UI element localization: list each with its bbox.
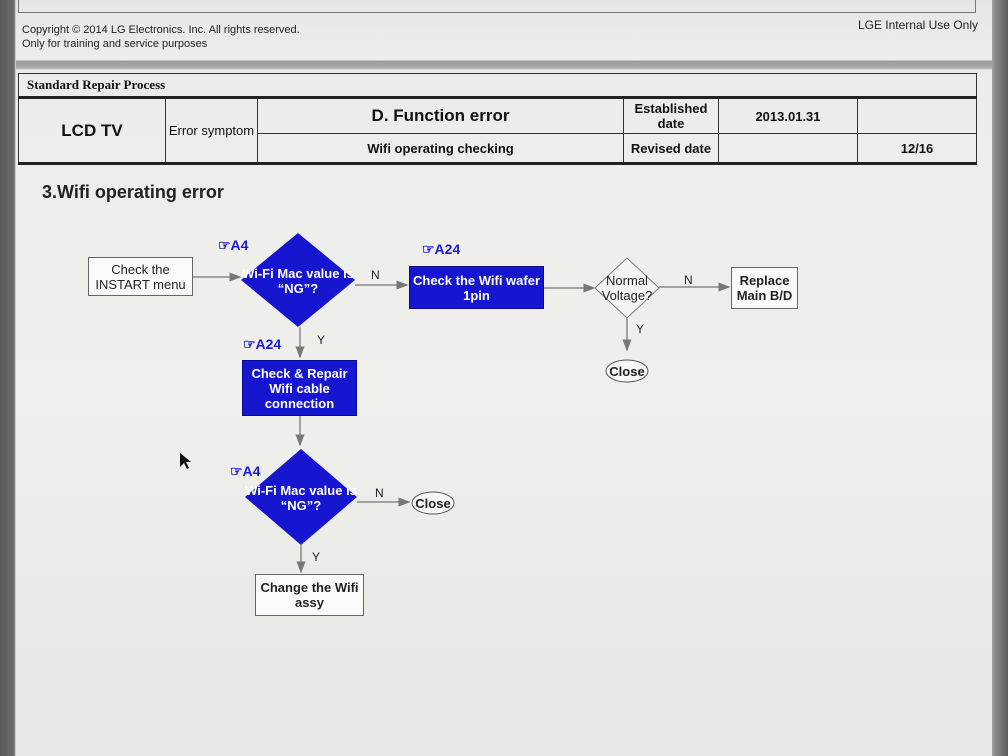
mouse-cursor-icon (180, 453, 191, 469)
section-title: 3.Wifi operating error (42, 182, 224, 202)
ref-a4-2: ☞A4 (230, 463, 261, 479)
page-number: 12/16 (857, 133, 977, 164)
revised-label: Revised date (623, 133, 719, 164)
replace-main-board-box: Replace Main B/D (731, 267, 798, 309)
ref-a24-1: ☞A24 (422, 241, 461, 257)
top-frame (18, 0, 976, 13)
d2-no-label: N (684, 273, 693, 287)
wafer-check-box: Check the Wifi wafer 1pin (409, 266, 544, 309)
decision-2-text: Normal Voltage? (601, 273, 653, 303)
error-title: D. Function error (257, 97, 624, 134)
d1-no-label: N (371, 268, 380, 282)
error-subtitle: Wifi operating checking (257, 133, 624, 164)
error-symptom-label: Error symptom (165, 97, 258, 164)
copyright-notice: Copyright © 2014 LG Electronics. Inc. Al… (22, 23, 300, 51)
d1-yes-label: Y (317, 333, 326, 347)
decision-2-shape (594, 257, 660, 319)
d3-yes-label: Y (312, 550, 321, 564)
ref-a4-1: ☞A4 (218, 237, 249, 253)
process-label: Standard Repair Process (18, 73, 977, 99)
established-label: Established date (623, 97, 719, 134)
ref-a24-2: ☞A24 (243, 336, 282, 352)
change-wifi-assy-box: Change the Wifi assy (255, 574, 364, 616)
product-label: LCD TV (18, 97, 166, 164)
copyright-text: Copyright © 2014 LG Electronics. Inc. Al… (22, 24, 300, 36)
d2-yes-label: Y (636, 322, 645, 336)
close-1-label: Close (609, 363, 645, 379)
decision-1-text: Wi-Fi Mac value is “NG”? (242, 266, 354, 296)
repair-cable-box: Check & Repair Wifi cable connection (242, 360, 357, 416)
d3-no-label: N (375, 486, 384, 500)
start-step-box: Check the INSTART menu (88, 257, 193, 296)
close-2-shape (411, 491, 455, 515)
revised-date (718, 133, 858, 164)
decision-3-text: Wi-Fi Mac value is “NG”? (245, 483, 357, 513)
close-1-shape (605, 359, 649, 383)
established-date: 2013.01.31 (718, 97, 858, 134)
training-text: Only for training and service purposes (22, 38, 208, 50)
decision-3-shape (245, 449, 357, 545)
decision-1-shape (241, 233, 355, 327)
internal-use-label: LGE Internal Use Only (857, 18, 978, 32)
header-table: Standard Repair Process LCD TV Error sym… (18, 73, 977, 165)
close-2-label: Close (415, 495, 451, 511)
